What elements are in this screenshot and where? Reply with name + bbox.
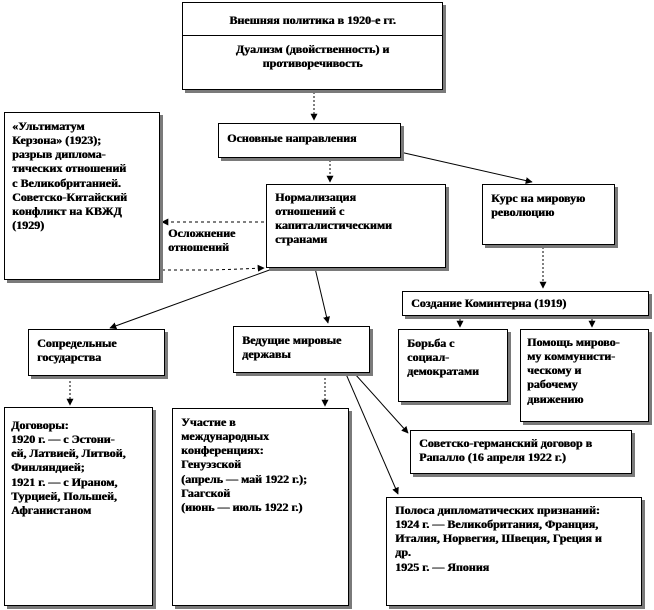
arrow-directions-to-revolution (399, 151, 533, 185)
main-directions-box: Основные направления (218, 123, 401, 158)
recognition-line: Италия, Норвегия, Швеция, Греция и (395, 531, 602, 546)
treaty-line: Турцией, Польшей, (11, 488, 117, 503)
arrow-events-to-normalization (162, 264, 265, 272)
normalization-line: капиталистическими (275, 218, 392, 233)
complication-line: Осложнение (168, 226, 236, 240)
subtitle-line: Дуализм (двойственность) и (235, 42, 390, 57)
world-powers-box: Ведущие мировые державы (233, 326, 370, 373)
event-line: (1929) (12, 218, 44, 233)
treaty-line: 1921 г. — с Ираном, (11, 474, 118, 489)
rapallo-line: Рапалло (16 апреля 1922 г.) (419, 450, 566, 465)
help-line: му коммунисти- (527, 349, 616, 364)
treaty-line: 1920 г. — с Эстони- (11, 432, 115, 447)
complication-label: Осложнение отношений (168, 226, 235, 254)
subtitle-line: противоречивость (262, 56, 363, 71)
recognition-line: 1924 г. — Великобритания, Франция, (395, 517, 598, 532)
event-line: Советско-Китайский (12, 189, 127, 204)
conference-line: конференциях: (181, 443, 264, 458)
treaty-line: Афганистаном (11, 502, 92, 517)
rapallo-line: Советско-германский договор в (419, 436, 592, 450)
neighbors-line: Сопредельные (37, 336, 117, 350)
complication-line: отношений (168, 240, 229, 255)
world-revolution-box: Курс на мировую революцию (482, 184, 615, 245)
curzon-ultimatum-box: «Ультиматум Керзона» (1923); разрыв дипл… (4, 112, 160, 280)
recognition-box: Полоса дипломатических признаний: 1924 г… (386, 497, 642, 606)
event-line: конфликт на КВЖД (12, 203, 122, 218)
recognition-line: 1925 г. — Япония (395, 559, 489, 574)
conference-line: Участие в (181, 415, 236, 429)
revolution-line: Курс на мировую (491, 191, 586, 205)
powers-line: державы (242, 347, 291, 362)
conference-line: Генуэзской (181, 457, 241, 472)
arrow-normalization-to-powers (314, 267, 330, 324)
treaty-line: Договоры: (11, 418, 69, 432)
treaties-box: Договоры: 1920 г. — с Эстони- ей, Латвие… (4, 407, 153, 606)
comintern-label: Создание Коминтерна (1919) (411, 296, 567, 310)
normalization-line: отношений с (275, 204, 345, 219)
event-line: Керзона» (1923); (12, 133, 102, 148)
neighbors-line: государства (37, 350, 102, 365)
revolution-line: революцию (491, 205, 555, 220)
treaty-line: ей, Латвией, Литвой, (11, 446, 126, 461)
neighbors-box: Сопредельные государства (28, 329, 165, 376)
main-directions-label: Основные направления (227, 131, 357, 145)
help-line: рабочему (527, 377, 578, 392)
comintern-box: Создание Коминтерна (1919) (402, 291, 649, 316)
rapallo-box: Советско-германский договор в Рапалло (1… (410, 430, 632, 474)
event-line: разрыв диплома- (12, 147, 106, 162)
help-line: ческому и (527, 363, 582, 378)
conference-line: (апрель — май 1922 г.); (181, 471, 307, 486)
event-line: тических отношений (12, 161, 127, 176)
conference-line: Гаагской (181, 485, 231, 500)
help-movement-box: Помощь мирово- му коммунисти- ческому и … (520, 329, 649, 422)
socdem-line: Борьба с (407, 336, 455, 350)
event-line: «Ультиматум (12, 119, 85, 133)
conference-line: международных (181, 429, 269, 444)
normalization-line: странами (275, 232, 328, 247)
normalization-box: Нормализация отношений с капиталистическ… (266, 184, 446, 268)
help-line: Помощь мирово- (527, 335, 620, 349)
social-democrats-box: Борьба с социал- демократами (398, 329, 508, 402)
diagram-title: Внешняя политика в 1920-е гг. (183, 3, 442, 37)
help-line: движению (527, 391, 584, 406)
arrow-powers-to-recognition (345, 373, 399, 495)
conference-line: (июнь — июль 1922 г.) (181, 499, 303, 514)
conferences-box: Участие в международных конференциях: Ге… (172, 408, 349, 606)
socdem-line: демократами (407, 364, 479, 379)
recognition-line: Полоса дипломатических признаний: (395, 503, 600, 517)
recognition-line: др. (395, 545, 411, 560)
title-box: Внешняя политика в 1920-е гг. Дуализм (д… (182, 2, 443, 90)
treaty-line: Финляндией; (11, 460, 85, 475)
event-line: с Великобританией. (12, 175, 121, 190)
normalization-line: Нормализация (275, 190, 356, 204)
diagram-subtitle: Дуализм (двойственность) и противоречиво… (183, 36, 442, 70)
socdem-line: социал- (407, 350, 449, 365)
powers-line: Ведущие мировые (242, 333, 342, 347)
